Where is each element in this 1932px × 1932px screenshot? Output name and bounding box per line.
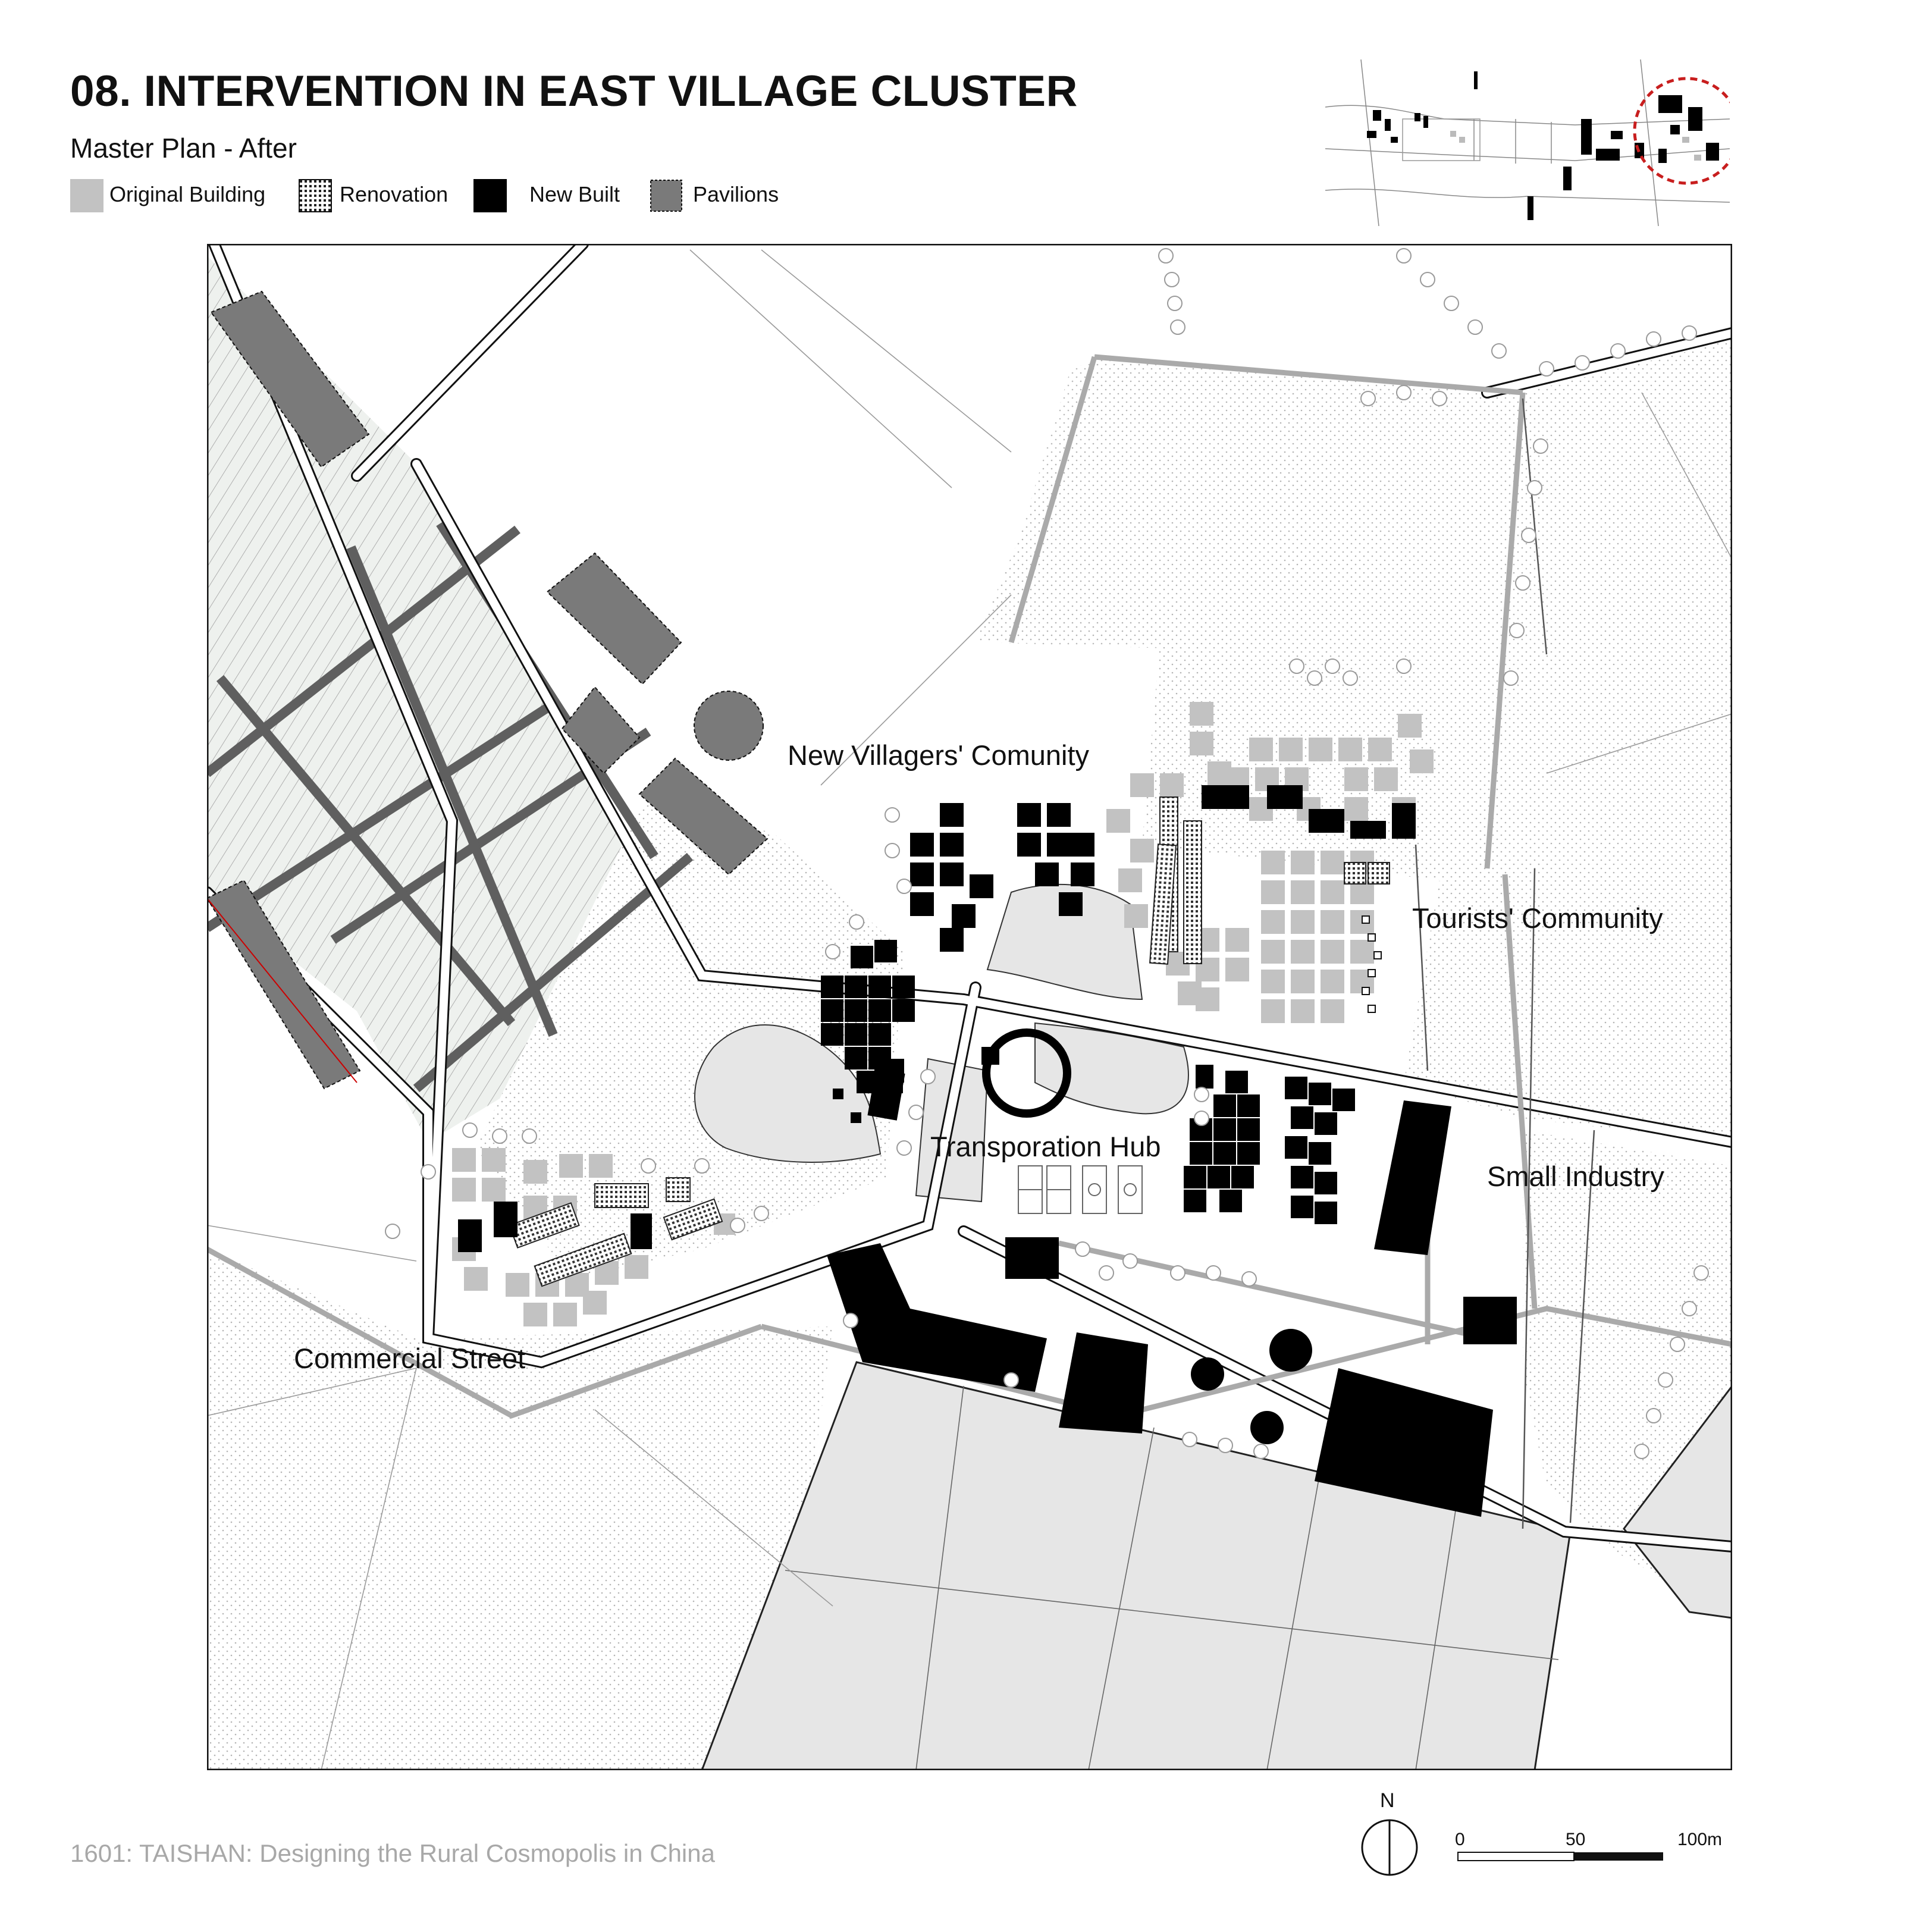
renovation-swatch xyxy=(299,179,332,212)
footer-course-title: 1601: TAISHAN: Designing the Rural Cosmo… xyxy=(70,1839,715,1867)
label-tourists: Tourists' Community xyxy=(1412,902,1663,934)
trees xyxy=(385,248,1709,1459)
key-map xyxy=(1325,59,1730,226)
green-area-south xyxy=(207,1249,833,1770)
green-area-lake-east xyxy=(987,357,1547,868)
north-label: N xyxy=(1380,1789,1395,1812)
pond-west xyxy=(694,1024,882,1163)
north-arrow-icon xyxy=(1361,1819,1418,1876)
legend-label-pavilions: Pavilions xyxy=(693,182,779,206)
original-building-swatch xyxy=(70,179,104,212)
page-subtitle: Master Plan - After xyxy=(70,133,297,164)
legend-label-original: Original Building xyxy=(109,182,266,206)
renovation-buildings xyxy=(509,796,1390,1287)
legend-label-new-built: New Built xyxy=(529,182,620,206)
pavilions-swatch xyxy=(650,180,682,212)
page-title: 08. INTERVENTION IN EAST VILLAGE CLUSTER xyxy=(70,67,1078,115)
new-built-swatch xyxy=(473,179,507,212)
farmland-west xyxy=(207,256,702,1142)
sports-courts xyxy=(1018,1165,1143,1214)
tourist-units xyxy=(1362,915,1382,1013)
label-new-villagers: New Villagers' Comunity xyxy=(788,739,1090,771)
new-built-buildings xyxy=(458,785,1517,1517)
scale-end: 100m xyxy=(1677,1830,1723,1849)
scale-bar xyxy=(1457,1852,1663,1861)
scale-zero: 0 xyxy=(1455,1830,1465,1849)
legend-label-renovation: Renovation xyxy=(340,182,448,206)
pavilions xyxy=(207,290,769,1090)
master-plan-map xyxy=(207,244,1732,1770)
label-commercial-street: Commercial Street xyxy=(294,1343,526,1374)
scale-mid: 50 xyxy=(1566,1830,1586,1849)
label-small-industry: Small Industry xyxy=(1487,1161,1664,1192)
field-east xyxy=(1623,1384,1732,1619)
transport-hub-circle xyxy=(981,1028,1071,1118)
label-transport-hub: Transporation Hub xyxy=(930,1131,1161,1162)
